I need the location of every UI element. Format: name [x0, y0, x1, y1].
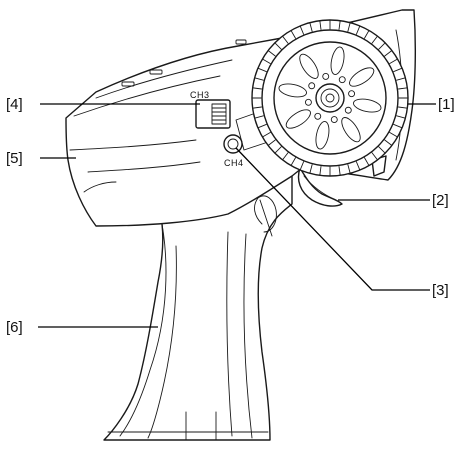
wheel-grip-tooth — [319, 165, 322, 176]
wheel-bolt — [322, 72, 330, 80]
wheel-grip-tooth — [309, 164, 313, 174]
ch4-text: CH4 — [224, 158, 244, 168]
wheel-grip-tooth — [274, 42, 282, 50]
callout-label-3: [3] — [432, 282, 449, 299]
wheel-grip-tooth — [364, 30, 370, 39]
ch3-switch[interactable]: CH3 — [190, 90, 231, 129]
wheel-grip-tooth — [393, 67, 403, 73]
callout-labels: [1] [2] [3] [4] [5] [6] — [6, 96, 455, 336]
wheel-grip-tooth — [267, 139, 276, 146]
wheel-spoke-slot — [299, 53, 319, 79]
wheel-grip-tooth — [290, 157, 296, 166]
wheel-grip-tooth — [364, 157, 370, 166]
wheel-grip-tooth — [393, 123, 403, 129]
wheel-grip-tooth — [396, 77, 406, 81]
wheel-bolt — [304, 98, 312, 106]
wheel-grip-tooth — [347, 22, 351, 32]
wheel-grip-tooth — [252, 87, 263, 90]
wheel-grip-tooth — [252, 106, 263, 109]
wheel-grip-tooth — [257, 67, 267, 73]
callout-label-1: [1] — [438, 96, 455, 113]
wheel-bolt — [308, 82, 316, 90]
wheel-grip-tooth — [371, 152, 378, 161]
callout-label-6: [6] — [6, 319, 23, 336]
wheel-grip-tooth — [396, 115, 406, 119]
wheel-grip-tooth — [338, 165, 341, 176]
wheel-spoke-slot — [330, 46, 345, 75]
wheel-grip-tooth — [274, 146, 282, 154]
wheel-grip-tooth — [355, 161, 361, 171]
wheel-grip-tooth — [282, 35, 289, 44]
ch4-button[interactable]: CH4 — [223, 134, 244, 168]
steering-wheel[interactable] — [251, 19, 409, 177]
wheel-grip-tooth — [389, 132, 398, 138]
wheel-grip-tooth — [262, 58, 271, 64]
wheel-bolt — [330, 116, 338, 124]
wheel-spoke-slot — [278, 83, 307, 98]
wheel-grip-tooth — [378, 42, 386, 50]
wheel-grip-tooth — [384, 50, 393, 57]
wheel-grip-tooth — [299, 25, 305, 35]
wheel-bolt — [348, 90, 356, 98]
wheel-spoke-slot — [353, 98, 382, 113]
wheel-spoke-slot — [341, 117, 361, 143]
wheel-grip-tooth — [309, 22, 313, 32]
callout-label-2: [2] — [432, 192, 449, 209]
wheel-grip-tooth — [267, 50, 276, 57]
wheel-grip-tooth — [371, 35, 378, 44]
wheel-grip-tooth — [254, 115, 264, 119]
wheel-grip-tooth — [319, 20, 322, 31]
wheel-grip-tooth — [355, 25, 361, 35]
wheel-bolt — [338, 76, 346, 84]
wheel-bolt — [314, 112, 322, 120]
wheel-grip-tooth — [282, 152, 289, 161]
wheel-grip-tooth — [262, 132, 271, 138]
wheel-grip-tooth — [378, 146, 386, 154]
wheel-grip-tooth — [254, 77, 264, 81]
callout-label-5: [5] — [6, 150, 23, 167]
wheel-spoke-slot — [285, 109, 311, 129]
wheel-grip-tooth — [299, 161, 305, 171]
throttle-trigger[interactable] — [297, 155, 387, 207]
wheel-grip-tooth — [397, 87, 408, 90]
leader-lines — [38, 103, 436, 328]
wheel-bolt — [344, 106, 352, 114]
callout-label-4: [4] — [6, 96, 23, 113]
ch3-text: CH3 — [190, 90, 210, 100]
leader-3 — [235, 147, 430, 291]
wheel-grip-tooth — [257, 123, 267, 129]
wheel-spoke-slot — [315, 121, 330, 150]
wheel-grip-tooth — [397, 106, 408, 109]
wheel-grip-tooth — [338, 20, 341, 31]
wheel-grip-tooth — [389, 58, 398, 64]
wheel-grip-tooth — [347, 164, 351, 174]
wheel-spoke-slot — [349, 67, 375, 87]
wheel-grip-tooth — [290, 30, 296, 39]
wheel-grip-tooth — [384, 139, 393, 146]
